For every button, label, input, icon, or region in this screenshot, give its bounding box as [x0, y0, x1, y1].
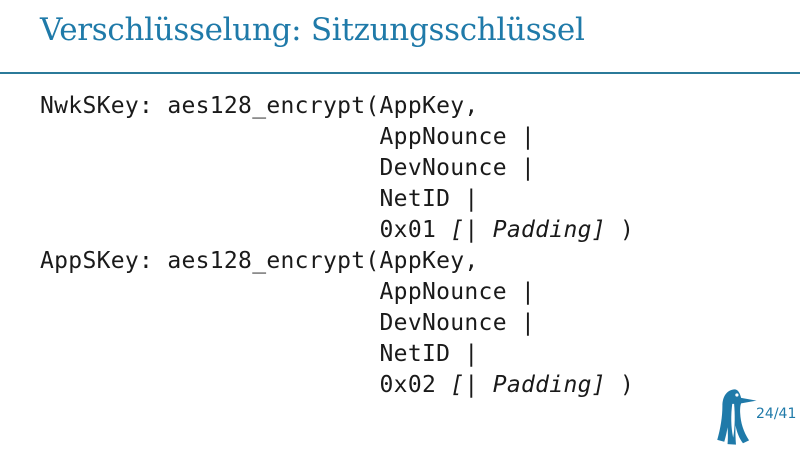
- code-line: NetID |: [40, 339, 634, 370]
- code-line: AppNounce |: [40, 277, 634, 308]
- code-line: AppNounce |: [40, 122, 634, 153]
- code-block: NwkSKey: aes128_encrypt(AppKey, AppNounc…: [40, 91, 634, 401]
- code-line: NwkSKey: aes128_encrypt(AppKey,: [40, 91, 634, 122]
- title-rule: [0, 72, 800, 74]
- code-line: 0x02 [| Padding] ): [40, 370, 634, 401]
- code-segment: NetID |: [40, 341, 479, 367]
- code-segment: 0x01: [40, 217, 451, 243]
- code-segment: AppSKey: aes128_encrypt(AppKey,: [40, 248, 479, 274]
- code-line: DevNounce |: [40, 308, 634, 339]
- code-line: 0x01 [| Padding] ): [40, 215, 634, 246]
- code-segment: ): [605, 372, 635, 398]
- penguin-logo: [717, 389, 757, 445]
- code-segment: 0x02: [40, 372, 451, 398]
- code-line: NetID |: [40, 184, 634, 215]
- code-segment: NetID |: [40, 186, 479, 212]
- slide-title: Verschlüsselung: Sitzungsschlüssel: [40, 12, 585, 48]
- code-segment: AppNounce |: [40, 124, 536, 150]
- code-segment: DevNounce |: [40, 310, 536, 336]
- code-segment-italic: [| Padding]: [450, 372, 606, 398]
- code-segment-italic: [| Padding]: [450, 217, 606, 243]
- code-segment: NwkSKey: aes128_encrypt(AppKey,: [40, 93, 479, 119]
- page-number: 24/41: [756, 406, 797, 422]
- code-line: AppSKey: aes128_encrypt(AppKey,: [40, 246, 634, 277]
- code-segment: AppNounce |: [40, 279, 536, 305]
- code-segment: DevNounce |: [40, 155, 536, 181]
- code-line: DevNounce |: [40, 153, 634, 184]
- code-segment: ): [605, 217, 635, 243]
